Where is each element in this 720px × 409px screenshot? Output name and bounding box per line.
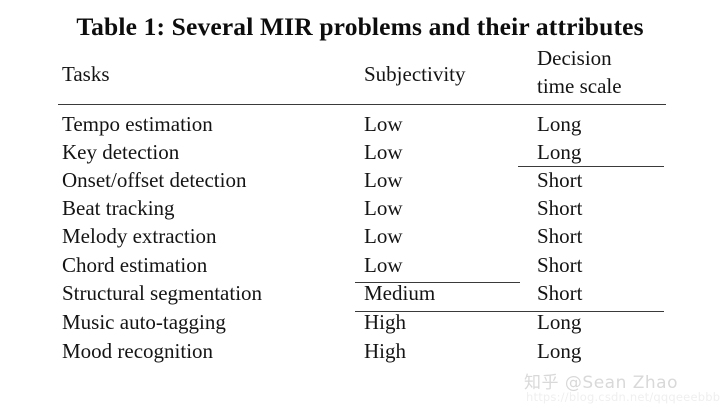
- table-row: Short: [537, 281, 583, 305]
- table-row: Low: [364, 112, 403, 136]
- column-header-tasks: Tasks: [62, 62, 110, 86]
- header-separator-rule: [58, 104, 666, 105]
- table-row: Onset/offset detection: [62, 168, 247, 192]
- table-row: Music auto-tagging: [62, 310, 226, 334]
- table-row: Beat tracking: [62, 196, 175, 220]
- table-row: Short: [537, 168, 583, 192]
- decision-column-rule-row2: [518, 166, 664, 167]
- table-row: Short: [537, 196, 583, 220]
- table-row: Short: [537, 224, 583, 248]
- table-row: Mood recognition: [62, 339, 214, 363]
- table-row: Low: [364, 224, 403, 248]
- table-row: High: [364, 339, 406, 363]
- table-row: Long: [537, 140, 582, 164]
- column-header-subjectivity: Subjectivity: [364, 62, 466, 86]
- table-row: Long: [537, 339, 582, 363]
- column-header-decision-time-scale-line2: time scale: [537, 74, 622, 98]
- table-row: Melody extraction: [62, 224, 217, 248]
- subjectivity-rule-above-medium: [355, 282, 520, 283]
- table-row: Structural segmentation: [62, 281, 263, 305]
- table-row: Short: [537, 253, 583, 277]
- table-caption: Table 1: Several MIR problems and their …: [76, 12, 644, 41]
- table-row: Low: [364, 140, 403, 164]
- table-row: Low: [364, 253, 403, 277]
- subjectivity-rule-below-medium: [355, 311, 664, 312]
- table-row: Low: [364, 196, 403, 220]
- table-row: Tempo estimation: [62, 112, 213, 136]
- table-row: Key detection: [62, 140, 180, 164]
- table-row: Low: [364, 168, 403, 192]
- table-row: Medium: [364, 281, 436, 305]
- table-row: High: [364, 310, 406, 334]
- table-row: Long: [537, 112, 582, 136]
- table-row: Long: [537, 310, 582, 334]
- column-header-decision-time-scale-line1: Decision: [537, 46, 612, 70]
- table-row: Chord estimation: [62, 253, 208, 277]
